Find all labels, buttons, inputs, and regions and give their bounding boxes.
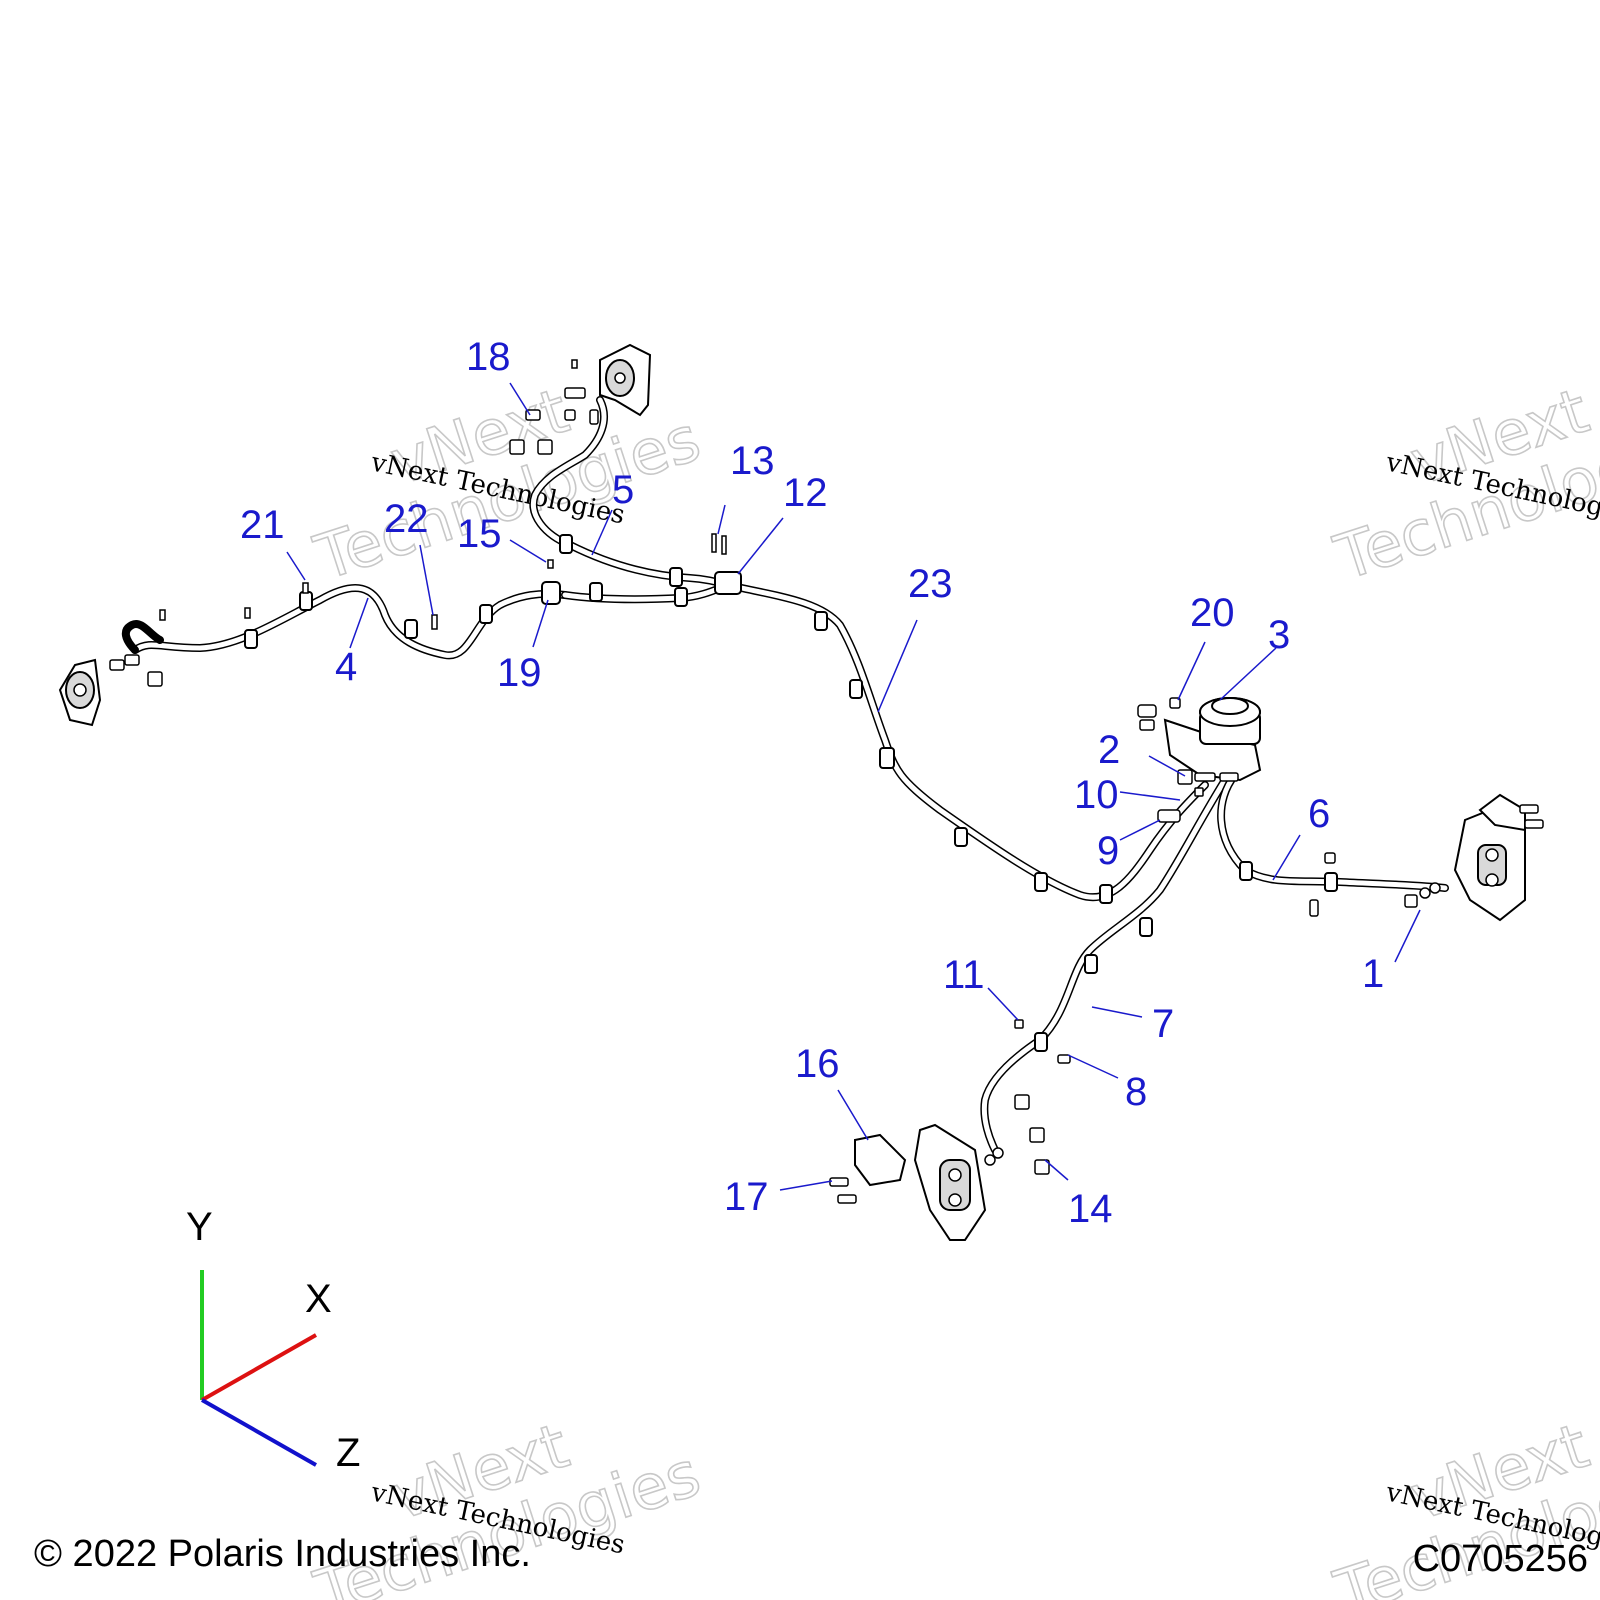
callout-23: 23 <box>908 562 953 606</box>
callout-5: 5 <box>612 468 634 512</box>
z-axis-line <box>201 1398 317 1467</box>
callout-11: 11 <box>943 953 985 997</box>
watermark-top-right: vNext Technologies vNext Technologies <box>1325 373 1600 595</box>
x-axis-label: X <box>305 1277 332 1321</box>
callout-4: 4 <box>335 645 357 689</box>
callout-16: 16 <box>795 1042 840 1086</box>
brake-lines <box>131 396 1449 1154</box>
callout-2: 2 <box>1098 728 1120 772</box>
leader-lines <box>286 382 1421 1191</box>
callout-1: 1 <box>1362 952 1384 996</box>
callout-8: 8 <box>1125 1070 1147 1114</box>
copyright-notice: © 2022 Polaris Industries Inc. <box>34 1533 531 1575</box>
callout-6: 6 <box>1308 792 1330 836</box>
callout-20: 20 <box>1190 591 1235 635</box>
callout-3: 3 <box>1268 613 1290 657</box>
callout-19: 19 <box>497 651 542 695</box>
callout-12: 12 <box>783 471 828 515</box>
line-clips <box>244 534 1338 1052</box>
z-axis-label: Z <box>336 1431 360 1475</box>
figure-id: C0705256 <box>1412 1538 1588 1580</box>
callouts: 1 2 3 4 5 6 7 8 9 10 11 12 13 14 15 16 1… <box>240 335 1384 1231</box>
right-caliper <box>1309 793 1544 922</box>
callout-22: 22 <box>384 497 429 541</box>
axis-triad: Y X Z <box>186 1205 360 1475</box>
callout-14: 14 <box>1068 1187 1113 1231</box>
callout-17: 17 <box>724 1175 769 1219</box>
y-axis-label: Y <box>186 1205 213 1249</box>
tee-fitting <box>714 571 742 595</box>
brake-line-6 <box>1217 771 1449 892</box>
callout-10: 10 <box>1074 773 1119 817</box>
callout-13: 13 <box>730 439 775 483</box>
junction-block <box>541 581 561 605</box>
callout-9: 9 <box>1097 829 1119 873</box>
callout-21: 21 <box>240 503 285 547</box>
upper-caliper <box>509 343 652 455</box>
watermark-top-center: vNext Technologies vNext Technologies <box>305 373 709 595</box>
x-axis-line <box>201 1333 317 1402</box>
callout-18: 18 <box>466 335 511 379</box>
lower-caliper <box>829 1019 1071 1241</box>
master-cylinder <box>1137 697 1262 823</box>
callout-15: 15 <box>457 512 502 556</box>
left-caliper <box>58 620 164 727</box>
rear-hardware <box>159 533 727 630</box>
callout-7: 7 <box>1152 1002 1174 1046</box>
brake-line-23 <box>724 581 1209 902</box>
